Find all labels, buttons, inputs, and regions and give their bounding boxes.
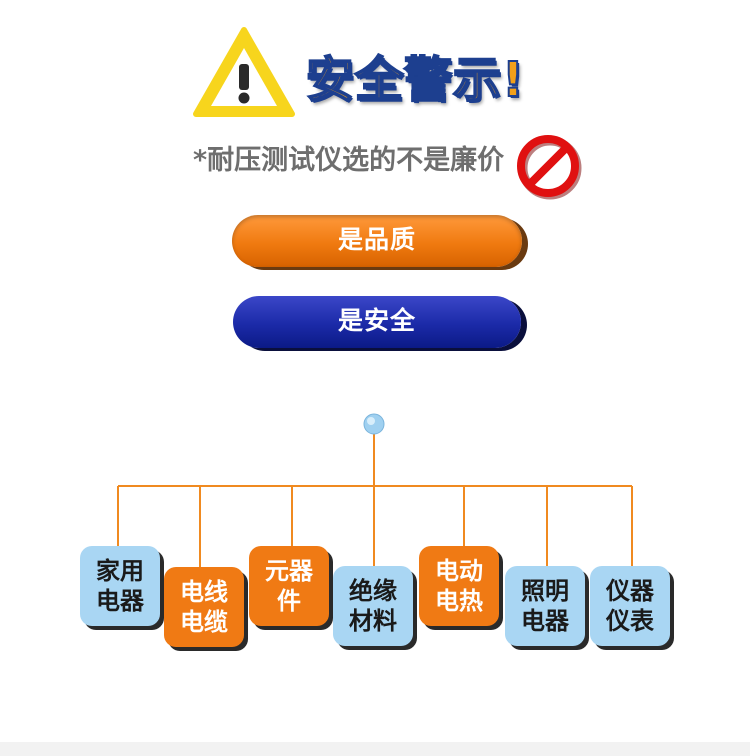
warning-triangle-icon (193, 27, 295, 117)
category-label: 电动电热 (435, 557, 483, 615)
prohibited-icon (517, 135, 582, 200)
safety-pill: 是安全 (233, 296, 521, 348)
category-home-appliances: 家用电器 (80, 546, 160, 626)
category-instruments: 仪器仪表 (590, 566, 670, 646)
category-wires-cables: 电线电缆 (164, 567, 244, 647)
category-label: 家用电器 (96, 557, 144, 615)
category-label: 照明电器 (521, 577, 569, 635)
category-label: 绝缘材料 (349, 577, 397, 635)
category-label: 电线电缆 (180, 578, 228, 636)
category-lighting: 照明电器 (505, 566, 585, 646)
category-label: 仪器仪表 (606, 577, 654, 635)
page-title: 安全警示! (305, 51, 525, 109)
quality-pill: 是品质 (232, 215, 522, 267)
warning-subtitle: *耐压测试仪选的不是廉价 (193, 145, 505, 176)
category-label: 元器件 (265, 557, 313, 615)
category-electric-heating: 电动电热 (419, 546, 499, 626)
category-insulating-materials: 绝缘材料 (333, 566, 413, 646)
category-components: 元器件 (249, 546, 329, 626)
footer-bar (0, 742, 750, 756)
